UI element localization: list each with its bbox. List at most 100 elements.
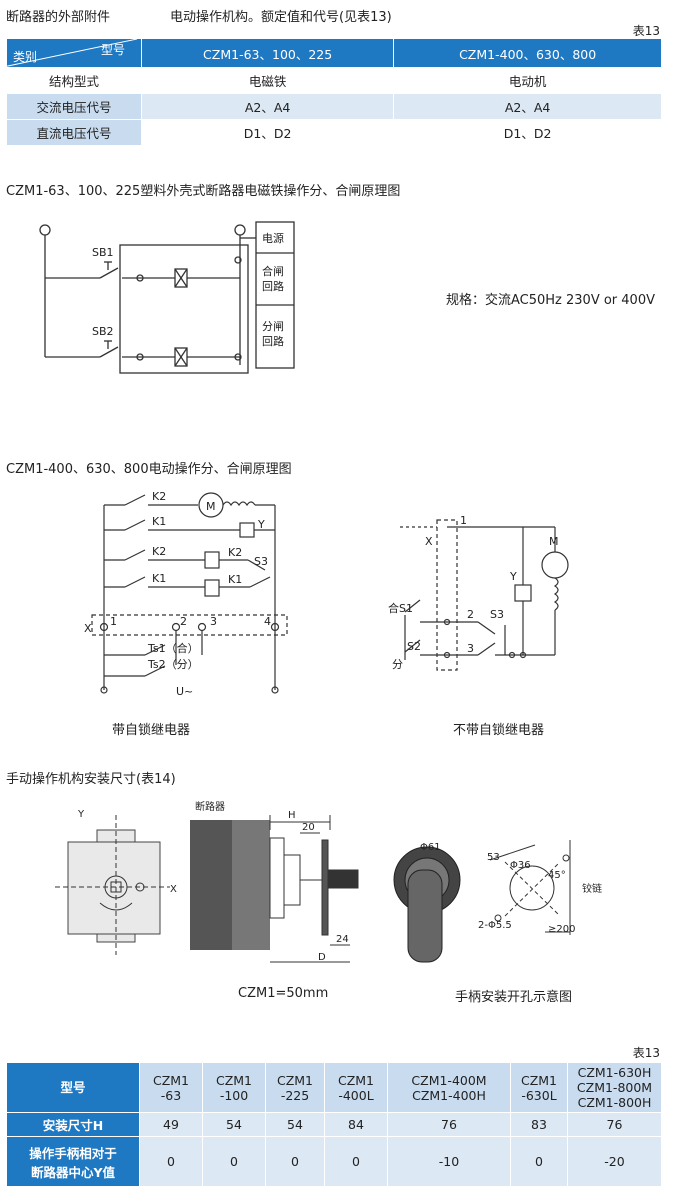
dim-phi36: Φ36 [510, 860, 531, 871]
terminal-1-right: 1 [460, 514, 467, 527]
table-cell: 84 [324, 1112, 388, 1137]
row-label: 结构型式 [6, 67, 142, 94]
box-power: 电源 [262, 231, 284, 245]
terminal-1: 1 [110, 615, 117, 628]
box-close-1: 合闸 [262, 264, 284, 278]
table-cell: 0 [202, 1136, 266, 1187]
holes-label: 2-Φ5.5 [478, 920, 512, 931]
table-row: 结构型式 电磁铁 电动机 [6, 67, 662, 94]
terminal-3-right: 3 [467, 642, 474, 655]
row-label: 操作手柄相对于断路器中心Y值 [6, 1136, 140, 1187]
table-cell: D1、D2 [140, 119, 395, 146]
terminal-4: 4 [264, 615, 271, 628]
box-close-2: 回路 [262, 280, 284, 293]
s1-label: 合S1 [388, 601, 413, 615]
table-cell: 83 [510, 1112, 568, 1137]
hinge-label: 铰链 [582, 882, 602, 895]
row-label: 安装尺寸H [6, 1112, 140, 1137]
corner-category: 类别 [13, 50, 38, 64]
dim-phi61: Φ61 [420, 842, 441, 853]
model-cell: CZM1-63 [139, 1062, 203, 1113]
table2-number: 表13 [632, 1046, 660, 1060]
breaker-label: 断路器 [195, 800, 225, 813]
dim-24: 24 [336, 934, 349, 945]
fen-label: 分 [392, 658, 403, 671]
header-label: 型号 [6, 1062, 140, 1113]
install-table: 型号 CZM1-63 CZM1-100 CZM1-225 CZM1-400L C… [6, 1062, 662, 1187]
terminal-2-right: 2 [467, 608, 474, 621]
k2-label: K2 [152, 545, 166, 558]
column-header: CZM1-400、630、800 [393, 38, 662, 68]
y-label: Y [257, 518, 265, 531]
table-row: 直流电压代号 D1、D2 D1、D2 [6, 119, 662, 146]
terminal-3: 3 [210, 615, 217, 628]
section-subtitle: 电动操作机构。额定值和代号(见表13) [170, 10, 392, 25]
table-cell: D1、D2 [393, 119, 662, 146]
table-cell: 76 [567, 1112, 662, 1137]
u-label: U~ [176, 685, 193, 698]
table-cell: 49 [139, 1112, 203, 1137]
model-cell: CZM1-100 [202, 1062, 266, 1113]
table-row: 型号 CZM1-63 CZM1-100 CZM1-225 CZM1-400L C… [6, 1062, 662, 1113]
motor-label: M [206, 500, 216, 513]
table-cell: 76 [387, 1112, 511, 1137]
section-title: 断路器的外部附件 [6, 10, 111, 25]
table-cell: 54 [265, 1112, 325, 1137]
table-cell: 0 [510, 1136, 568, 1187]
column-header: CZM1-63、100、225 [140, 38, 395, 68]
ts1-label: Ts1（合） [147, 641, 199, 655]
dim-45: 45° [548, 870, 566, 881]
box-open-2: 回路 [262, 335, 284, 348]
rating-table: 类别 型号 CZM1-63、100、225 CZM1-400、630、800 结… [2, 38, 662, 146]
table-cell: 0 [265, 1136, 325, 1187]
diagram2-title: CZM1-400、630、800电动操作分、合闸原理图 [6, 462, 292, 477]
dim-20: 20 [302, 822, 315, 833]
terminal-2: 2 [180, 615, 187, 628]
table-number: 表13 [632, 24, 660, 38]
s3-label: S3 [254, 555, 268, 568]
table-cell: 0 [139, 1136, 203, 1187]
k1-label: K1 [152, 572, 166, 585]
s3-label-right: S3 [490, 608, 504, 621]
model-cell: CZM1-630L [510, 1062, 568, 1113]
k1-coil-label: K1 [228, 573, 242, 586]
sb2-label: SB2 [92, 325, 114, 338]
k2-coil-label: K2 [228, 546, 242, 559]
table-cell: 电动机 [393, 67, 662, 94]
row-label: 交流电压代号 [6, 93, 142, 120]
y-label-right: Y [509, 570, 517, 583]
table-cell: 电磁铁 [140, 67, 395, 94]
dim-d: D [318, 952, 326, 963]
ts2-label: Ts2（分） [147, 658, 199, 671]
caption-dimension: CZM1=50mm [238, 986, 329, 1001]
box-open-1: 分闸 [262, 320, 284, 333]
s2-label: S2 [407, 640, 421, 653]
axis-x: X [170, 884, 177, 895]
spec-text: 规格：交流AC50Hz 230V or 400V [446, 293, 655, 308]
diagram1-title: CZM1-63、100、225塑料外壳式断路器电磁铁操作分、合闸原理图 [6, 184, 401, 199]
x-label: X [84, 622, 92, 635]
caption-hole: 手柄安装开孔示意图 [455, 990, 573, 1005]
model-cell: CZM1-400L [324, 1062, 388, 1113]
table-cell: -10 [387, 1136, 511, 1187]
table-row: 安装尺寸H 49 54 54 84 76 83 76 [6, 1112, 662, 1137]
axis-y: Y [77, 809, 85, 820]
dim-h: H [288, 810, 296, 821]
caption-with-latch: 带自锁继电器 [112, 723, 191, 738]
table-cell: 0 [324, 1136, 388, 1187]
row-label: 直流电压代号 [6, 119, 142, 146]
manual-title: 手动操作机构安装尺寸(表14) [6, 772, 176, 787]
caption-without-latch: 不带自锁继电器 [453, 723, 545, 738]
motor-label-right: M [549, 535, 559, 548]
corner-model: 型号 [100, 43, 125, 57]
table-row: 操作手柄相对于断路器中心Y值 0 0 0 0 -10 0 -20 [6, 1136, 662, 1187]
model-cell: CZM1-225 [265, 1062, 325, 1113]
table-cell: -20 [567, 1136, 662, 1187]
k1-label: K1 [152, 515, 166, 528]
table-corner: 类别 型号 [2, 38, 142, 68]
dim-200: ≥200 [548, 924, 575, 935]
